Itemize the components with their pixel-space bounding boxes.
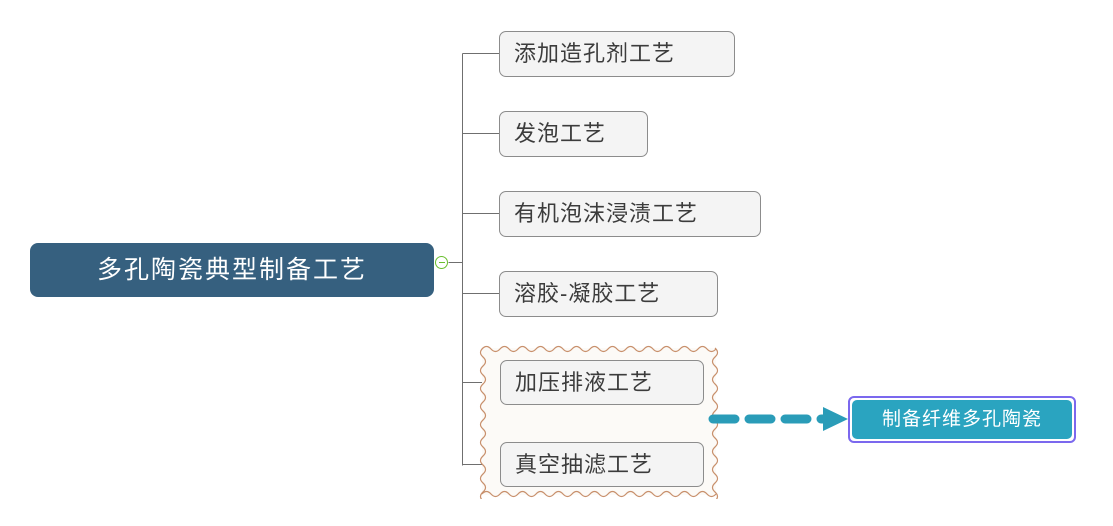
- node-label: 溶胶-凝胶工艺: [514, 281, 661, 306]
- node-label: 添加造孔剂工艺: [514, 41, 676, 66]
- root-node[interactable]: 多孔陶瓷典型制备工艺: [30, 243, 434, 297]
- node-organic-foam-impregnation[interactable]: 有机泡沫浸渍工艺: [499, 191, 761, 237]
- node-label: 加压排液工艺: [515, 369, 654, 395]
- root-node-label: 多孔陶瓷典型制备工艺: [96, 255, 367, 284]
- node-pressurized-drainage[interactable]: 加压排液工艺: [500, 360, 704, 405]
- minus-circle-icon[interactable]: [435, 256, 448, 269]
- summary-node-label: 制备纤维多孔陶瓷: [881, 409, 1042, 430]
- node-label: 有机泡沫浸渍工艺: [514, 201, 699, 226]
- summary-node-selection[interactable]: 制备纤维多孔陶瓷: [848, 396, 1076, 443]
- node-sol-gel[interactable]: 溶胶-凝胶工艺: [499, 271, 718, 317]
- node-add-pore-former[interactable]: 添加造孔剂工艺: [499, 31, 735, 77]
- node-foaming[interactable]: 发泡工艺: [499, 111, 648, 157]
- node-vacuum-filtration[interactable]: 真空抽滤工艺: [500, 442, 704, 487]
- dashed-arrow[interactable]: [705, 402, 855, 436]
- summary-node[interactable]: 制备纤维多孔陶瓷: [852, 400, 1072, 439]
- node-label: 真空抽滤工艺: [515, 451, 654, 477]
- minus-glyph: [438, 261, 445, 264]
- node-label: 发泡工艺: [514, 121, 607, 146]
